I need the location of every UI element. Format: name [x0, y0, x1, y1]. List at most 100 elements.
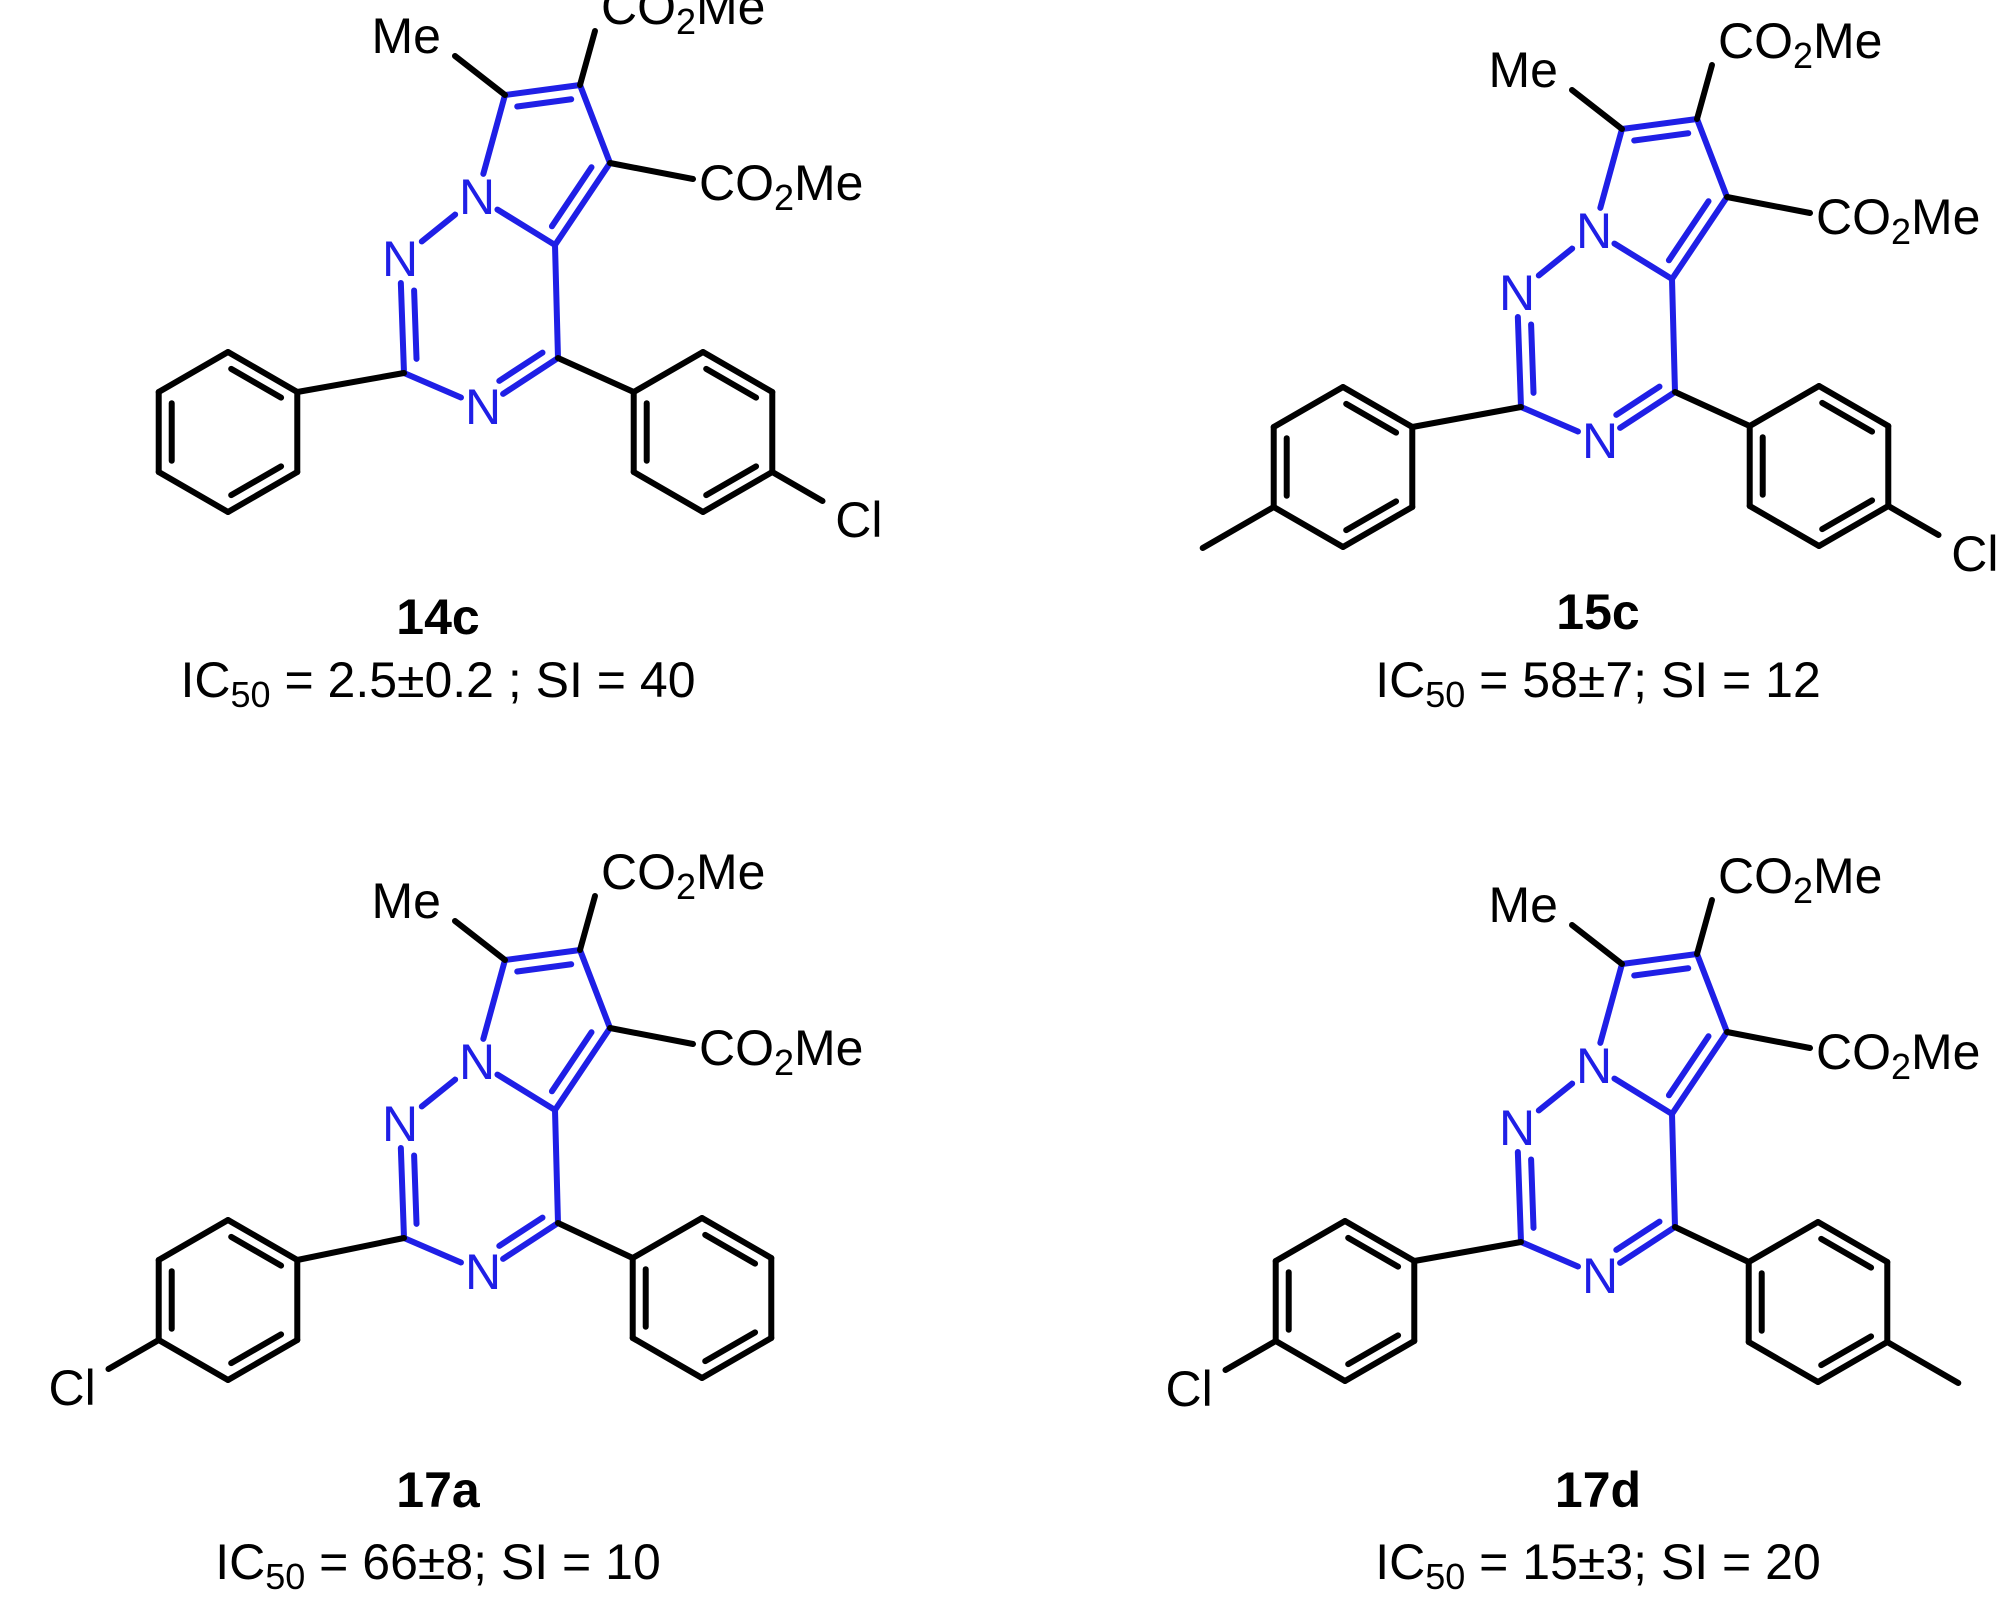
ring-double-bond [703, 365, 760, 401]
ring-double-bond [702, 1231, 759, 1267]
chlorine-label: Cl [1166, 1361, 1213, 1417]
core-bond [480, 957, 508, 1042]
pyrrolotriazine-core: NNN [382, 947, 613, 1300]
ring-bond [1272, 1338, 1348, 1384]
core-double-bond [1528, 321, 1537, 396]
core-bond [1669, 194, 1730, 282]
core-bond [502, 947, 583, 963]
ring-bond [1340, 384, 1416, 430]
core-bond [1617, 389, 1678, 431]
core-double-bond [1631, 130, 1692, 144]
compound-id: 17a [396, 1462, 481, 1518]
ester-label: CO2Me [601, 0, 766, 42]
core-bond [1694, 951, 1730, 1035]
core-double-bond [548, 164, 595, 230]
methyl-bond [1569, 922, 1625, 967]
ring-bond [1342, 1218, 1418, 1264]
ring-double-bond [1819, 399, 1876, 435]
core-double-bond [1613, 383, 1663, 418]
methyl-bond [1884, 1339, 1962, 1386]
nitrogen-label: N [1582, 1248, 1618, 1304]
ring-bond [225, 1217, 301, 1263]
methyl-label: Me [1489, 42, 1558, 98]
ring-double-bond [228, 1331, 285, 1367]
core-bond [1669, 276, 1678, 395]
methyl-bond [452, 918, 508, 963]
ester-label: CO2Me [699, 1020, 864, 1083]
nitrogen-label: N [1499, 265, 1535, 321]
nitrogen-label: N [459, 1034, 495, 1090]
core-bond [1535, 245, 1576, 279]
core-double-bond [1631, 965, 1692, 979]
ester-bond [1724, 194, 1813, 216]
ring-bond [629, 1335, 705, 1381]
core-bond [552, 160, 613, 248]
ring-bond [225, 349, 301, 395]
ester-bond [1724, 1029, 1813, 1051]
nitrogen-label: N [459, 169, 495, 225]
nitrogen-label: N [465, 1244, 501, 1300]
compound-id: 15c [1556, 584, 1639, 640]
ester-bond [607, 160, 696, 182]
aryl-connector [1672, 1224, 1752, 1265]
methyl-label: Me [372, 8, 441, 64]
core-double-bond [1665, 1033, 1712, 1099]
nitrogen-label: N [382, 231, 418, 287]
ester-bond [577, 893, 598, 953]
core-bond [1514, 1148, 1524, 1245]
nitrogen-label: N [1582, 413, 1618, 469]
methyl-label: Me [372, 873, 441, 929]
activity-caption: IC50 = 58±7; SI = 12 [1375, 652, 1821, 715]
ester-bond [1694, 897, 1715, 957]
ring-bond [1816, 503, 1892, 549]
chloro-bond [1885, 503, 1942, 538]
core-bond [500, 1220, 561, 1262]
core-bond [418, 1076, 459, 1110]
core-bond [552, 242, 561, 361]
ring-double-bond [702, 1329, 759, 1365]
ring-double-bond [1818, 1333, 1875, 1369]
aryl-connector [555, 355, 637, 395]
aryl-connector [1409, 404, 1524, 430]
core-bond [480, 92, 508, 177]
nitrogen-label: N [1499, 1100, 1535, 1156]
ester-label: CO2Me [699, 155, 864, 218]
core-bond [1535, 1080, 1576, 1114]
ester-bond [577, 28, 598, 88]
pyrrolotriazine-core: NNN [1499, 116, 1730, 469]
core-double-bond [411, 287, 420, 362]
ring-double-bond [703, 463, 760, 499]
ester-label: CO2Me [1816, 189, 1981, 252]
aryl-connector [294, 1235, 407, 1263]
core-bond [577, 82, 613, 166]
nitrogen-label: N [382, 1096, 418, 1152]
core-bond [1669, 1029, 1730, 1117]
core-bond [1611, 240, 1675, 282]
ring-bond [699, 1215, 775, 1261]
ring-bond [1342, 1338, 1418, 1384]
aryl-connector [1672, 389, 1753, 429]
ring-bond [155, 1337, 231, 1383]
pyrrolotriazine-core: NNN [1499, 951, 1730, 1304]
core-bond [577, 947, 613, 1031]
ring-double-bond [228, 1233, 285, 1269]
core-bond [502, 82, 583, 98]
ring-bond [1272, 1218, 1348, 1264]
ring-bond [1746, 503, 1822, 549]
core-bond [1619, 951, 1700, 967]
core-bond [494, 206, 558, 248]
pyrrolotriazine-core: NNN [382, 82, 613, 435]
activity-caption: IC50 = 15±3; SI = 20 [1375, 1534, 1821, 1597]
ring-bond [225, 469, 301, 515]
ring-bond [1270, 504, 1346, 550]
aryl-connector [294, 370, 407, 395]
core-double-bond [548, 1029, 595, 1095]
nitrogen-label: N [1576, 203, 1612, 259]
core-bond [500, 355, 561, 397]
ring-bond [1270, 384, 1346, 430]
core-bond [1518, 1239, 1581, 1270]
